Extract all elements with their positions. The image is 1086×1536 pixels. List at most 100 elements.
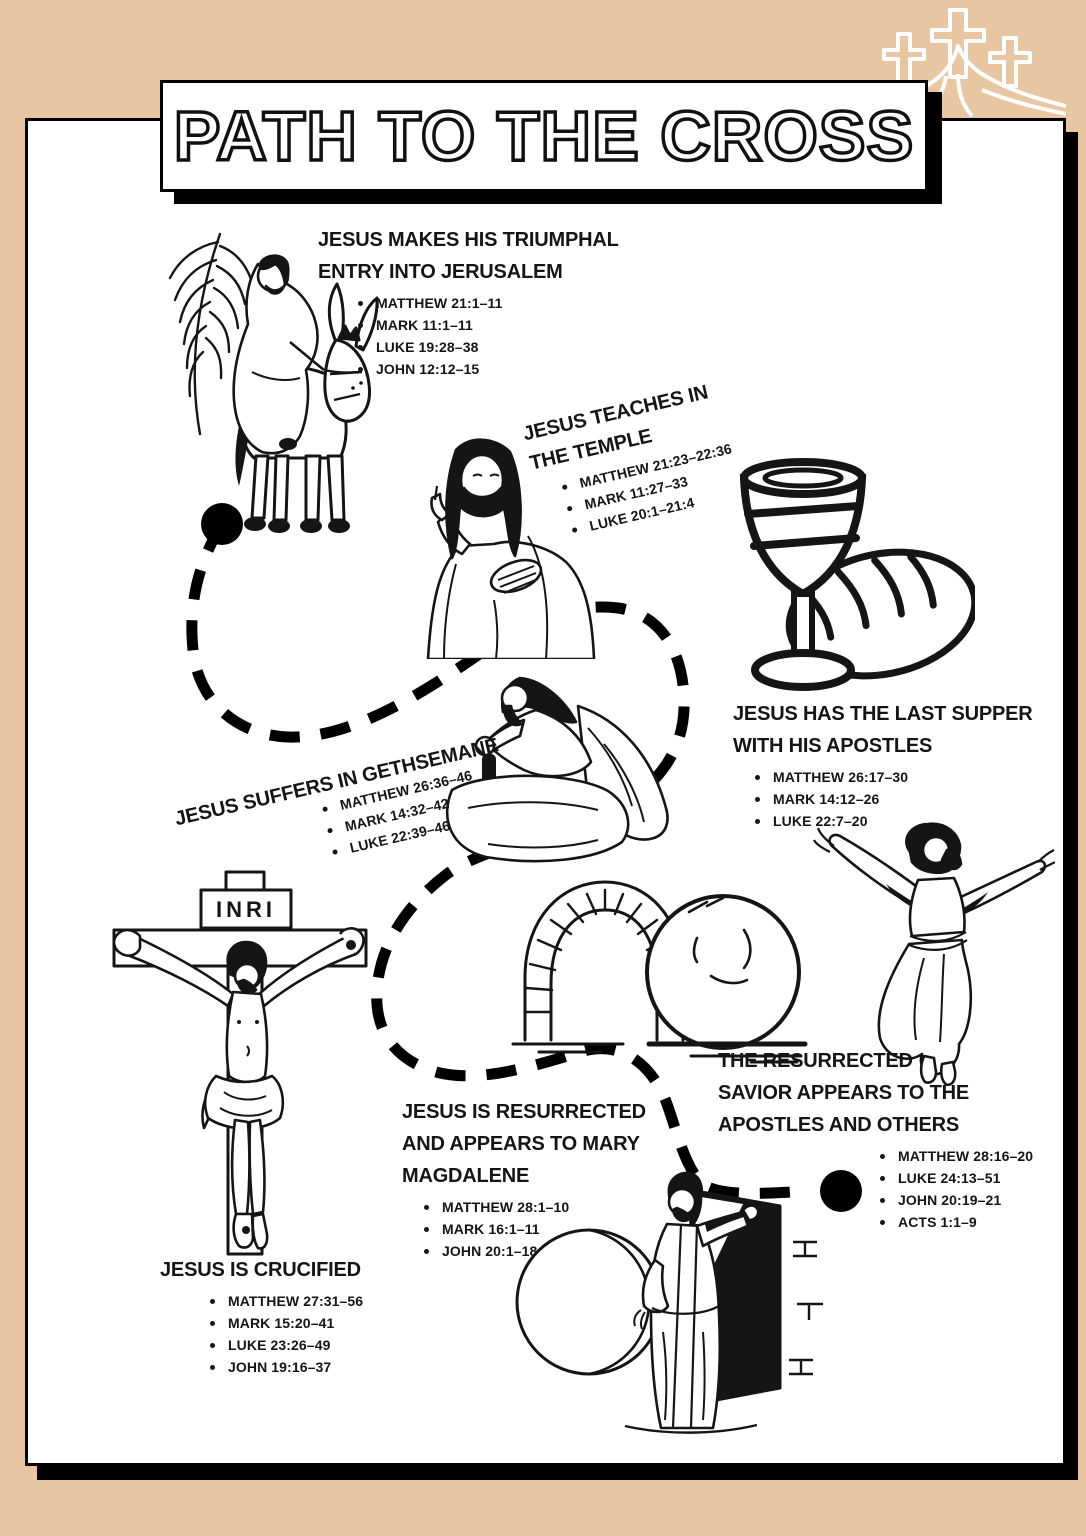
bible-reference: JOHN 20:1–18 — [424, 1240, 646, 1262]
bible-reference: LUKE 24:13–51 — [880, 1167, 1033, 1189]
reference-list: MATTHEW 21:1–11 MARK 11:1–11 LUKE 19:28–… — [318, 292, 619, 380]
palm-branch-icon — [168, 232, 254, 436]
bible-reference: ACTS 1:1–9 — [880, 1211, 1033, 1233]
title-line: JESUS MAKES HIS TRIUMPHAL — [318, 229, 619, 251]
bible-reference: MATTHEW 26:17–30 — [755, 766, 1033, 788]
bible-reference: MARK 11:1–11 — [358, 314, 619, 336]
jesus-teaching-figure — [426, 438, 596, 659]
reference-text: MATTHEW 28:1–10 — [442, 1199, 570, 1215]
bullet-icon — [424, 1226, 429, 1232]
bullet-icon — [571, 526, 578, 533]
gethsemane-illustration — [445, 676, 669, 863]
reference-text: JOHN 20:1–18 — [442, 1243, 538, 1259]
bullet-icon — [326, 827, 333, 834]
event-triumphal-entry: JESUS MAKES HIS TRIUMPHAL ENTRY INTO JER… — [318, 224, 619, 380]
reference-text: JOHN 12:12–15 — [376, 361, 480, 377]
bible-reference: MARK 14:12–26 — [755, 788, 1033, 810]
event-resurrected-appears-to-mary: JESUS IS RESURRECTED AND APPEARS TO MARY… — [402, 1096, 646, 1262]
ground-lines — [511, 1041, 808, 1064]
bullet-icon — [880, 1219, 885, 1225]
crucified-jesus — [112, 927, 365, 1250]
title-line: WITH HIS APOSTLES — [733, 735, 933, 757]
reference-text: JOHN 20:19–21 — [898, 1192, 1002, 1208]
bullet-icon — [358, 344, 363, 350]
title-line: ENTRY INTO JERUSALEM — [318, 261, 563, 283]
bullet-icon — [755, 796, 760, 802]
bullet-icon — [424, 1204, 429, 1210]
title-line: APOSTLES AND OTHERS — [718, 1114, 960, 1136]
path-start-dot — [201, 503, 243, 545]
title-line: SAVIOR APPEARS TO THE — [718, 1082, 970, 1104]
reference-list: MATTHEW 28:1–10 MARK 16:1–11 JOHN 20:1–1… — [402, 1196, 646, 1262]
bible-reference: MARK 15:20–41 — [210, 1312, 363, 1334]
crucifixion-illustration: INRI — [112, 870, 368, 1256]
title-line: JESUS IS RESURRECTED — [402, 1101, 646, 1123]
title-line: MAGDALENE — [402, 1165, 530, 1187]
resurrection-exit-tomb-illustration — [515, 1171, 823, 1434]
event-last-supper: JESUS HAS THE LAST SUPPER WITH HIS APOST… — [733, 698, 1033, 832]
chalice-icon — [739, 458, 867, 691]
reference-list: MATTHEW 26:17–30 MARK 14:12–26 LUKE 22:7… — [733, 766, 1033, 832]
bullet-icon — [358, 300, 363, 306]
bible-reference: JOHN 12:12–15 — [358, 358, 619, 380]
bible-reference: LUKE 19:28–38 — [358, 336, 619, 358]
event-title: JESUS IS CRUCIFIED — [160, 1254, 363, 1286]
tomb-arch-icon — [523, 880, 685, 1042]
reference-text: MARK 15:20–41 — [228, 1315, 335, 1331]
reference-text: LUKE 19:28–38 — [376, 339, 479, 355]
empty-tomb-illustration — [511, 880, 808, 1064]
page-title: PATH TO THE CROSS — [172, 95, 915, 177]
event-title: THE RESURRECTED SAVIOR APPEARS TO THE AP… — [718, 1045, 1033, 1141]
risen-jesus-figure — [813, 822, 1055, 1086]
event-crucified: JESUS IS CRUCIFIED MATTHEW 27:31–56 MARK… — [160, 1254, 363, 1378]
triumphal-entry-illustration — [168, 232, 379, 533]
bible-reference: MATTHEW 28:1–10 — [424, 1196, 646, 1218]
last-supper-illustration — [739, 458, 975, 691]
bible-reference: MATTHEW 21:1–11 — [358, 292, 619, 314]
bullet-icon — [880, 1197, 885, 1203]
event-title: JESUS HAS THE LAST SUPPER WITH HIS APOST… — [733, 698, 1033, 762]
bullet-icon — [880, 1175, 885, 1181]
bullet-icon — [880, 1153, 885, 1159]
bread-icon — [785, 548, 975, 680]
title-line: JESUS IS CRUCIFIED — [160, 1259, 361, 1281]
event-title: JESUS IS RESURRECTED AND APPEARS TO MARY… — [402, 1096, 646, 1192]
bible-reference: MARK 16:1–11 — [424, 1218, 646, 1240]
reference-text: LUKE 22:7–20 — [773, 813, 868, 829]
inri-sign-label: INRI — [216, 897, 276, 922]
reference-text: ACTS 1:1–9 — [898, 1214, 977, 1230]
reference-text: MATTHEW 21:1–11 — [376, 295, 503, 311]
bullet-icon — [210, 1342, 215, 1348]
bullet-icon — [566, 505, 573, 512]
bible-reference: LUKE 22:7–20 — [755, 810, 1033, 832]
reference-text: MATTHEW 27:31–56 — [228, 1293, 364, 1309]
title-line: JESUS HAS THE LAST SUPPER — [733, 703, 1033, 725]
bible-reference: MATTHEW 28:16–20 — [880, 1145, 1033, 1167]
event-title: JESUS MAKES HIS TRIUMPHAL ENTRY INTO JER… — [318, 224, 619, 288]
bullet-icon — [358, 366, 363, 372]
bullet-icon — [210, 1364, 215, 1370]
path-end-dot — [820, 1170, 862, 1212]
reference-text: JOHN 19:16–37 — [228, 1359, 332, 1375]
rolled-stone-icon — [645, 894, 801, 1050]
reference-list: MATTHEW 28:16–20 LUKE 24:13–51 JOHN 20:1… — [868, 1145, 1033, 1233]
bullet-icon — [331, 848, 338, 855]
jesus-teaching-illustration — [426, 438, 596, 659]
reference-text: LUKE 23:26–49 — [228, 1337, 331, 1353]
bullet-icon — [561, 483, 568, 490]
bullet-icon — [424, 1248, 429, 1254]
exiting-jesus-figure — [624, 1171, 760, 1434]
bullet-icon — [322, 805, 329, 812]
reference-text: MARK 14:12–26 — [773, 791, 880, 807]
bullet-icon — [210, 1320, 215, 1326]
bible-reference: MATTHEW 27:31–56 — [210, 1290, 363, 1312]
bible-reference: JOHN 20:19–21 — [880, 1189, 1033, 1211]
bullet-icon — [755, 774, 760, 780]
bullet-icon — [210, 1298, 215, 1304]
reference-text: MATTHEW 26:17–30 — [773, 769, 909, 785]
title-line: THE RESURRECTED — [718, 1050, 913, 1072]
reference-text: MARK 11:1–11 — [376, 317, 473, 333]
reference-text: MARK 16:1–11 — [442, 1221, 540, 1237]
title-banner: PATH TO THE CROSS — [160, 80, 928, 192]
